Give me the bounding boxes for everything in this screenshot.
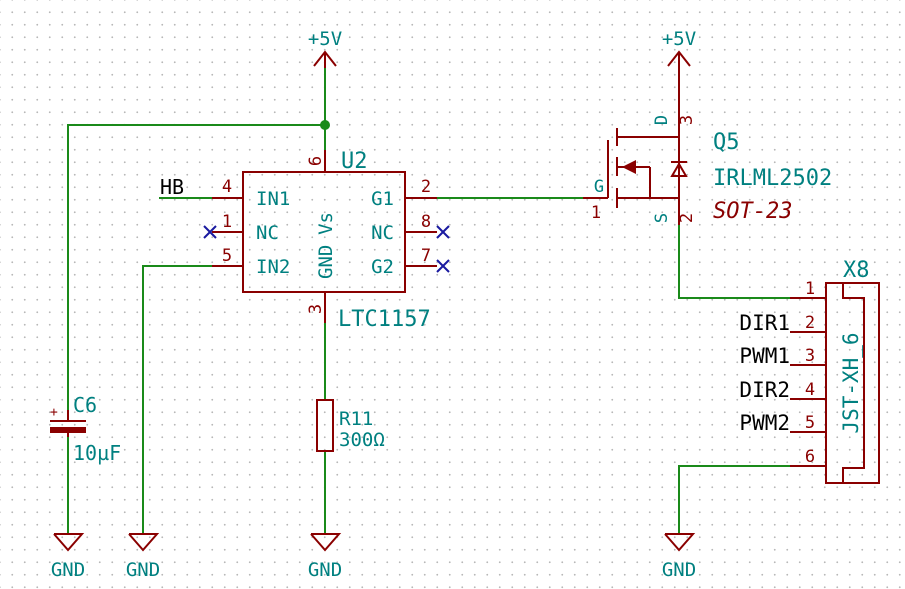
c6-ref: C6 bbox=[73, 393, 97, 417]
c6-value: 10µF bbox=[73, 441, 121, 465]
q5-pin2-num: 2 bbox=[677, 213, 697, 223]
u2-pin-nc-left: NC bbox=[256, 222, 279, 244]
gnd-symbol-in2[interactable]: GND bbox=[126, 533, 160, 581]
net-label-pwm1: PWM1 bbox=[739, 344, 790, 368]
vcc-right-label: +5V bbox=[662, 28, 696, 50]
q5-pin-g: G bbox=[594, 177, 604, 197]
c6-plate-bottom bbox=[50, 427, 86, 433]
u2-pin3-num: 3 bbox=[306, 304, 326, 314]
gnd-symbol-r11[interactable]: GND bbox=[308, 533, 342, 581]
gnd-symbol-conn[interactable]: GND bbox=[662, 533, 696, 581]
gnd-r11-label: GND bbox=[308, 559, 342, 581]
x8-component[interactable]: 1 2 3 4 5 6 DIR1 PWM1 DIR2 PWM2 X8 JST-X… bbox=[739, 258, 880, 484]
q5-pin3-num: 3 bbox=[677, 115, 697, 125]
u2-pin-in1: IN1 bbox=[256, 188, 290, 210]
r11-body bbox=[316, 399, 334, 452]
u2-pin-g2: G2 bbox=[371, 256, 394, 278]
power-vcc-right[interactable]: +5V bbox=[662, 28, 696, 90]
net-label-hb: HB bbox=[160, 175, 184, 199]
r11-component[interactable]: R11 300Ω bbox=[316, 399, 385, 452]
q5-value: IRLML2502 bbox=[713, 166, 832, 191]
wire-source-x8[interactable] bbox=[678, 224, 791, 299]
c6-component[interactable]: + C6 10µF bbox=[50, 393, 121, 465]
q5-pin1-num: 1 bbox=[591, 203, 601, 223]
x8-pin6-num: 6 bbox=[805, 447, 815, 467]
gnd-symbol-c6[interactable]: GND bbox=[51, 533, 85, 581]
u2-pin7-num: 7 bbox=[421, 246, 431, 266]
wire-vcc-c6[interactable] bbox=[67, 124, 326, 411]
u2-pin2-num: 2 bbox=[421, 177, 431, 197]
u2-pin6-num: 6 bbox=[306, 156, 326, 166]
r11-ref: R11 bbox=[339, 408, 373, 430]
u2-pin8-num: 8 bbox=[421, 212, 431, 232]
u2-ref: U2 bbox=[341, 149, 368, 174]
x8-value: JST-XH_6 bbox=[839, 332, 863, 433]
wire-in2-gnd[interactable] bbox=[142, 265, 213, 533]
u2-component[interactable]: 4 1 5 2 8 7 6 3 IN1 NC IN2 G1 NC G2 GND … bbox=[212, 149, 437, 332]
u2-pin-gnd: GND bbox=[315, 245, 337, 279]
no-connect-marker-pin7 bbox=[436, 259, 450, 273]
gnd-c6-label: GND bbox=[51, 559, 85, 581]
x8-pin3-num: 3 bbox=[805, 346, 815, 366]
r11-value: 300Ω bbox=[339, 429, 385, 451]
u2-pin4-num: 4 bbox=[222, 177, 232, 197]
x8-pin5-num: 5 bbox=[805, 413, 815, 433]
q5-component[interactable]: G 1 D 3 S 2 Q5 IRLML2502 SOT-23 bbox=[583, 90, 832, 225]
u2-pin-in2: IN2 bbox=[256, 256, 290, 278]
wires bbox=[67, 64, 791, 533]
u2-pin-nc-right: NC bbox=[371, 222, 394, 244]
x8-pin2-num: 2 bbox=[805, 313, 815, 333]
gnd-conn-label: GND bbox=[662, 559, 696, 581]
wire-x8-gnd[interactable] bbox=[678, 465, 791, 533]
junction-dot bbox=[320, 120, 330, 130]
q5-footprint: SOT-23 bbox=[713, 199, 792, 224]
x8-pin1-num: 1 bbox=[805, 279, 815, 299]
net-label-dir2: DIR2 bbox=[739, 378, 790, 402]
x8-body bbox=[825, 282, 880, 484]
no-connect-marker-pin8 bbox=[436, 225, 450, 239]
c6-polarity: + bbox=[50, 405, 58, 420]
u2-pin1-num: 1 bbox=[222, 212, 232, 232]
no-connect-marker-pin1 bbox=[203, 225, 217, 239]
x8-latch bbox=[842, 283, 865, 483]
q5-pin-d: D bbox=[652, 115, 672, 125]
u2-pin-g1: G1 bbox=[371, 188, 394, 210]
q5-arrow bbox=[622, 160, 636, 174]
u2-pin-vs: Vs bbox=[315, 212, 337, 235]
x8-ref: X8 bbox=[843, 258, 870, 283]
u2-pin5-num: 5 bbox=[222, 246, 232, 266]
q5-pin-s: S bbox=[652, 213, 672, 223]
x8-pin4-num: 4 bbox=[805, 380, 815, 400]
q5-ref: Q5 bbox=[713, 130, 740, 155]
net-label-pwm2: PWM2 bbox=[739, 411, 790, 435]
u2-value: LTC1157 bbox=[338, 307, 431, 332]
vcc-left-label: +5V bbox=[308, 28, 342, 50]
net-label-dir1: DIR1 bbox=[739, 311, 790, 335]
power-vcc-left[interactable]: +5V bbox=[308, 28, 342, 68]
gnd-in2-label: GND bbox=[126, 559, 160, 581]
